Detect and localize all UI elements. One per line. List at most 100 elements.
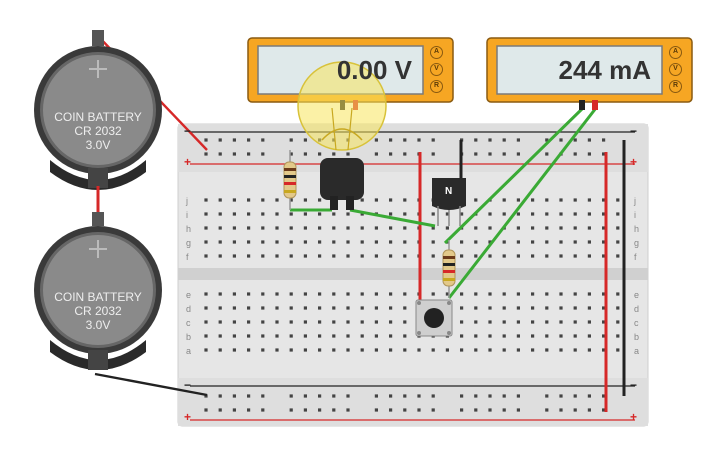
breadboard-hole[interactable] [516,138,520,142]
breadboard-hole[interactable] [318,334,322,338]
breadboard-hole[interactable] [303,226,307,230]
breadboard-hole[interactable] [545,152,549,156]
breadboard-hole[interactable] [261,292,265,296]
breadboard[interactable] [177,123,649,427]
breadboard-hole[interactable] [389,198,393,202]
breadboard-hole[interactable] [474,152,478,156]
breadboard-hole[interactable] [573,320,577,324]
breadboard-hole[interactable] [502,212,506,216]
breadboard-hole[interactable] [616,198,620,202]
breadboard-hole[interactable] [403,394,407,398]
breadboard-hole[interactable] [289,408,293,412]
breadboard-hole[interactable] [374,198,378,202]
breadboard-hole[interactable] [417,138,421,142]
light-bulb-icon[interactable] [297,61,387,210]
breadboard-hole[interactable] [318,394,322,398]
breadboard-hole[interactable] [474,320,478,324]
breadboard-hole[interactable] [474,408,478,412]
breadboard-hole[interactable] [616,292,620,296]
breadboard-hole[interactable] [431,240,435,244]
breadboard-hole[interactable] [289,212,293,216]
breadboard-hole[interactable] [573,152,577,156]
breadboard-hole[interactable] [616,240,620,244]
breadboard-hole[interactable] [460,348,464,352]
breadboard-hole[interactable] [374,408,378,412]
breadboard-hole[interactable] [204,254,208,258]
breadboard-hole[interactable] [289,292,293,296]
breadboard-hole[interactable] [360,334,364,338]
breadboard-hole[interactable] [261,198,265,202]
breadboard-hole[interactable] [332,212,336,216]
breadboard-hole[interactable] [559,226,563,230]
breadboard-hole[interactable] [516,292,520,296]
breadboard-hole[interactable] [531,226,535,230]
breadboard-hole[interactable] [261,408,265,412]
breadboard-hole[interactable] [602,212,606,216]
breadboard-hole[interactable] [616,334,620,338]
breadboard-hole[interactable] [602,408,606,412]
breadboard-hole[interactable] [218,292,222,296]
breadboard-hole[interactable] [460,408,464,412]
breadboard-hole[interactable] [403,408,407,412]
breadboard-hole[interactable] [502,334,506,338]
breadboard-hole[interactable] [545,292,549,296]
breadboard-hole[interactable] [587,152,591,156]
breadboard-hole[interactable] [545,212,549,216]
breadboard-hole[interactable] [488,306,492,310]
breadboard-hole[interactable] [360,306,364,310]
breadboard-hole[interactable] [516,240,520,244]
breadboard-hole[interactable] [516,254,520,258]
breadboard-hole[interactable] [587,226,591,230]
breadboard-hole[interactable] [403,240,407,244]
breadboard-hole[interactable] [289,138,293,142]
breadboard-hole[interactable] [360,212,364,216]
battery-minus-wire[interactable] [94,372,208,397]
breadboard-hole[interactable] [573,240,577,244]
breadboard-hole[interactable] [289,306,293,310]
breadboard-hole[interactable] [587,320,591,324]
breadboard-hole[interactable] [573,226,577,230]
breadboard-hole[interactable] [474,254,478,258]
breadboard-hole[interactable] [417,394,421,398]
breadboard-hole[interactable] [261,306,265,310]
breadboard-hole[interactable] [559,138,563,142]
breadboard-hole[interactable] [360,348,364,352]
breadboard-hole[interactable] [545,198,549,202]
breadboard-hole[interactable] [531,254,535,258]
pushbutton-icon[interactable] [415,299,453,337]
breadboard-hole[interactable] [232,334,236,338]
breadboard-hole[interactable] [474,138,478,142]
breadboard-hole[interactable] [460,212,464,216]
breadboard-hole[interactable] [602,306,606,310]
breadboard-hole[interactable] [374,240,378,244]
breadboard-hole[interactable] [531,306,535,310]
breadboard-hole[interactable] [502,292,506,296]
breadboard-hole[interactable] [573,212,577,216]
breadboard-hole[interactable] [460,240,464,244]
breadboard-hole[interactable] [303,198,307,202]
breadboard-hole[interactable] [346,212,350,216]
breadboard-hole[interactable] [516,334,520,338]
meter2-amp-button[interactable]: A [669,46,682,59]
breadboard-hole[interactable] [374,292,378,296]
breadboard-hole[interactable] [445,292,449,296]
breadboard-hole[interactable] [602,348,606,352]
breadboard-hole[interactable] [403,348,407,352]
breadboard-hole[interactable] [332,292,336,296]
breadboard-hole[interactable] [247,212,251,216]
breadboard-hole[interactable] [616,226,620,230]
breadboard-hole[interactable] [403,254,407,258]
breadboard-hole[interactable] [303,348,307,352]
breadboard-hole[interactable] [204,212,208,216]
breadboard-hole[interactable] [445,212,449,216]
breadboard-hole[interactable] [587,212,591,216]
breadboard-hole[interactable] [275,348,279,352]
breadboard-hole[interactable] [332,320,336,324]
breadboard-hole[interactable] [502,254,506,258]
green-wire-bulb-to-transistor[interactable] [349,208,436,228]
breadboard-hole[interactable] [573,138,577,142]
breadboard-hole[interactable] [332,240,336,244]
breadboard-hole[interactable] [374,152,378,156]
breadboard-hole[interactable] [431,408,435,412]
breadboard-hole[interactable] [360,240,364,244]
